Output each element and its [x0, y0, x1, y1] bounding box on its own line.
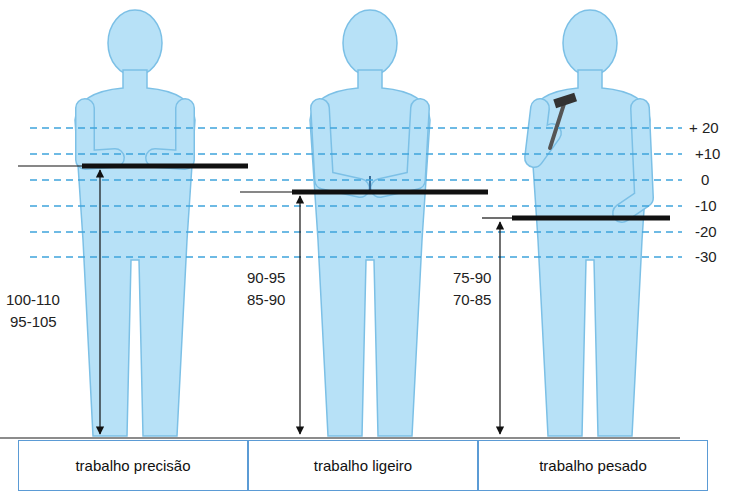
reference-lines: [30, 128, 682, 257]
dimension-arrow: [100, 170, 500, 434]
table-cell: trabalho precisão: [18, 440, 248, 491]
hammer: [550, 104, 564, 148]
dimension-label: 70-85: [452, 291, 492, 309]
cell-text: trabalho pesado: [539, 457, 647, 474]
floor-line: [0, 437, 680, 439]
table-cell: trabalho ligeiro: [248, 440, 478, 491]
level-label: 0: [700, 171, 710, 189]
dimension-label: 95-105: [9, 313, 58, 331]
dimension-label: 90-95: [246, 269, 286, 287]
cell-text: trabalho precisão: [75, 457, 190, 474]
table-cell: trabalho pesado: [478, 440, 708, 491]
level-label: + 20: [688, 119, 720, 137]
work-surface: [18, 166, 670, 218]
dimension-label: 85-90: [246, 291, 286, 309]
dimension-label: 75-90: [452, 269, 492, 287]
human-figure: [310, 10, 430, 436]
human-figure: [75, 10, 195, 436]
human-figure: [530, 10, 650, 436]
hammer-head: [553, 93, 577, 108]
level-label: -10: [694, 197, 718, 215]
level-label: -20: [694, 223, 718, 241]
cell-text: trabalho ligeiro: [314, 457, 412, 474]
dimension-label: 100-110: [5, 291, 61, 309]
level-label: -30: [694, 248, 718, 266]
level-label: +10: [694, 145, 721, 163]
